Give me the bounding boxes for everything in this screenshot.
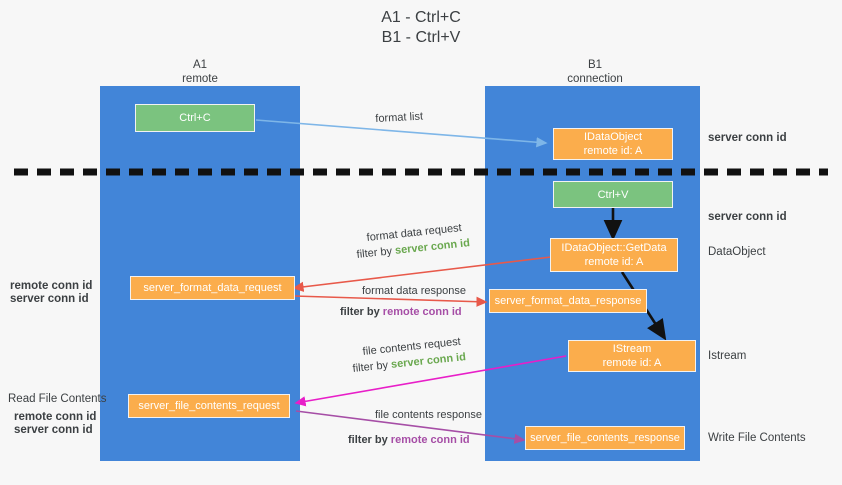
right-label-server-conn-id-mid: server conn id	[708, 211, 787, 223]
lane-b1-subtitle: connection	[567, 73, 623, 85]
remote-conn-id-text-1: remote conn id	[382, 306, 462, 318]
right-label-server-conn-id-top: server conn id	[708, 132, 787, 144]
lane-header-b1: B1 connection	[535, 58, 655, 86]
lane-a1-title: A1	[192, 59, 208, 71]
filter-by-text-2: filter by	[340, 306, 380, 318]
node-idataobject-line1: IDataObject	[583, 131, 643, 143]
left-label-remote-conn-id-lower: remote conn id	[14, 411, 97, 423]
right-label-dataobject: DataObject	[708, 246, 766, 258]
node-getdata-line2: remote id: A	[584, 256, 644, 268]
label-format-data-response: format data response	[362, 285, 466, 297]
node-server-file-contents-request-label: server_file_contents_request	[138, 400, 280, 412]
lane-b1-title: B1	[587, 59, 603, 71]
title-line-1: A1 - Ctrl+C	[381, 9, 461, 26]
left-label-server-conn-id-lower: server conn id	[14, 424, 93, 436]
filter-by-text-4: filter by	[348, 434, 388, 446]
node-server-format-data-request[interactable]: server_format_data_request	[130, 276, 295, 300]
node-server-file-contents-request[interactable]: server_file_contents_request	[128, 394, 290, 418]
label-file-contents-response: file contents response	[375, 409, 483, 421]
lane-a1-subtitle: remote	[182, 73, 218, 85]
node-server-format-data-response[interactable]: server_format_data_response	[489, 289, 647, 313]
node-ctrl-c-label: Ctrl+C	[179, 112, 211, 124]
node-server-format-data-request-label: server_format_data_request	[143, 282, 282, 294]
node-idataobject-line2: remote id: A	[583, 145, 643, 157]
node-idataobject[interactable]: IDataObject remote id: A	[553, 128, 673, 160]
node-getdata-line1: IDataObject::GetData	[561, 242, 667, 254]
left-label-remote-conn-id-upper: remote conn id	[10, 280, 93, 292]
label-format-list: format list	[375, 110, 424, 125]
right-label-write-file-contents: Write File Contents	[708, 432, 806, 444]
lane-header-a1: A1 remote	[140, 58, 260, 86]
node-istream-line2: remote id: A	[602, 357, 662, 369]
filter-by-text-1: filter by	[356, 245, 393, 261]
filter-by-text-3: filter by	[352, 359, 389, 375]
node-server-file-contents-response-label: server_file_contents_response	[530, 432, 680, 444]
node-idataobject-getdata[interactable]: IDataObject::GetData remote id: A	[550, 238, 678, 272]
node-server-file-contents-response[interactable]: server_file_contents_response	[525, 426, 685, 450]
node-istream-line1: IStream	[612, 343, 652, 355]
left-label-read-file-contents: Read File Contents	[8, 393, 107, 405]
page-title: A1 - Ctrl+C B1 - Ctrl+V	[0, 8, 842, 48]
node-istream[interactable]: IStream remote id: A	[568, 340, 696, 372]
title-line-2: B1 - Ctrl+V	[381, 29, 461, 46]
remote-conn-id-text-2: remote conn id	[390, 434, 470, 446]
left-label-server-conn-id-upper: server conn id	[10, 293, 89, 305]
node-ctrl-c[interactable]: Ctrl+C	[135, 104, 255, 132]
right-label-istream: Istream	[708, 350, 747, 362]
node-ctrl-v-label: Ctrl+V	[597, 188, 629, 201]
node-ctrl-v[interactable]: Ctrl+V	[553, 181, 673, 208]
label-filter-by-remote-conn-id-lower: filter by remote conn id	[348, 433, 470, 448]
label-filter-by-remote-conn-id-upper: filter by remote conn id	[340, 305, 462, 320]
node-server-format-data-response-label: server_format_data_response	[494, 295, 642, 307]
